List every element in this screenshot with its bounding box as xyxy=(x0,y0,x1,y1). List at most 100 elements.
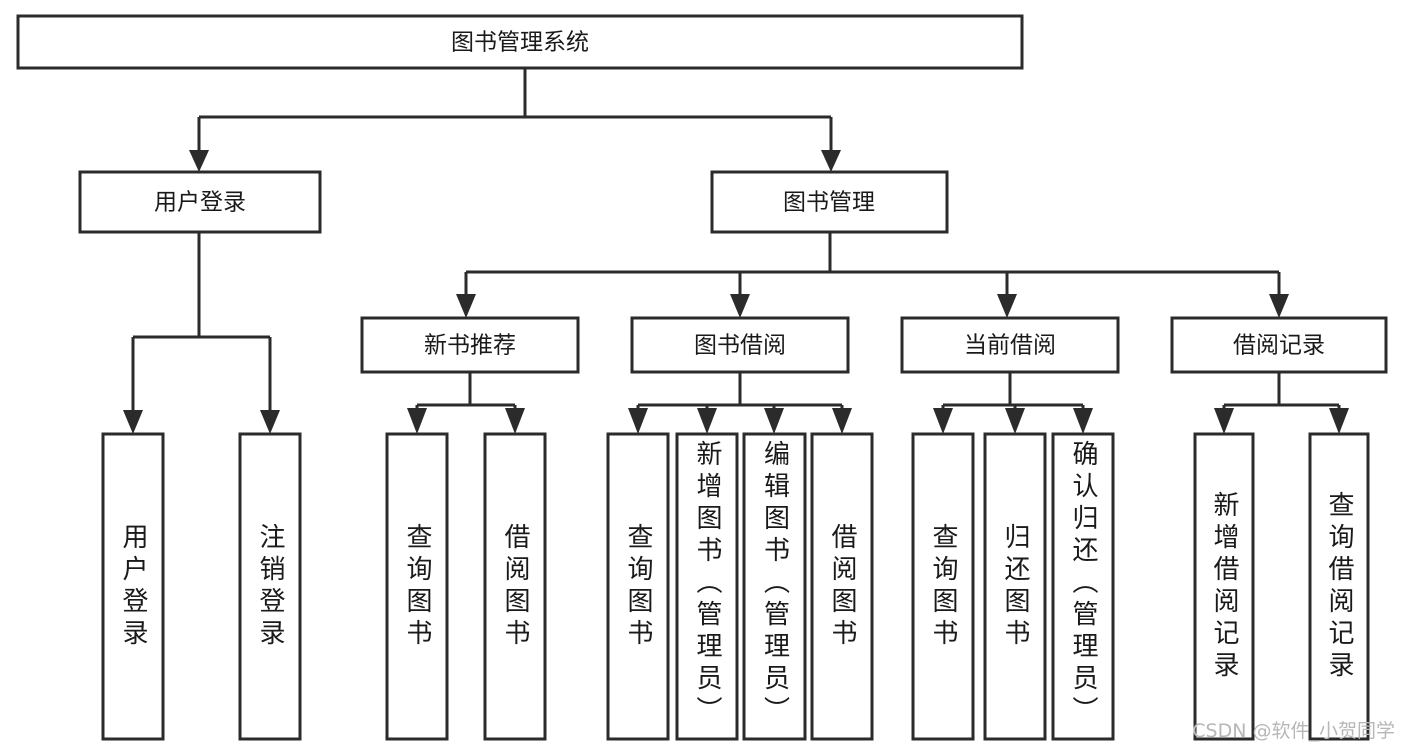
node-leaf-query-record-box[interactable] xyxy=(1308,432,1370,741)
node-book-borrow[interactable]: 图书借阅 xyxy=(630,316,850,374)
node-leaf-logout[interactable]: 注销登录 xyxy=(238,432,302,741)
leaf-text-wrap: 用户登录 xyxy=(103,434,163,739)
node-user-login-label: 用户登录 xyxy=(154,190,246,216)
node-leaf-logout-box[interactable] xyxy=(238,432,302,741)
node-leaf-query-book-1-label: 查询图书 xyxy=(402,522,432,651)
node-leaf-query-book-3-label: 查询图书 xyxy=(928,522,958,651)
node-leaf-query-book-2-label: 查询图书 xyxy=(623,522,653,651)
node-leaf-query-book-1-box[interactable] xyxy=(385,432,449,741)
leaf-text-wrap: 查询图书 xyxy=(387,434,447,739)
connector-group-current-borrow xyxy=(933,372,1093,434)
arrow-head-leaf-edit-book xyxy=(764,408,784,434)
node-leaf-add-record[interactable]: 新增借阅记录 xyxy=(1193,432,1255,741)
arrow-head-book-manage xyxy=(821,150,841,172)
node-leaf-borrow-book-1[interactable]: 借阅图书 xyxy=(483,432,547,741)
node-new-book-rec[interactable]: 新书推荐 xyxy=(360,316,580,374)
node-leaf-user-login-box[interactable] xyxy=(101,432,165,741)
node-leaf-confirm-return-label: 确认归还（管理员） xyxy=(1068,440,1098,728)
node-leaf-query-record[interactable]: 查询借阅记录 xyxy=(1308,432,1370,741)
connector-group-user-login xyxy=(123,232,280,434)
node-book-manage-box[interactable] xyxy=(710,170,949,234)
arrow-head-leaf-query-book-3 xyxy=(933,408,953,434)
node-leaf-add-book[interactable]: 新增图书（管理员） xyxy=(675,432,739,741)
node-leaf-query-book-2[interactable]: 查询图书 xyxy=(606,432,670,741)
node-root-box[interactable] xyxy=(16,14,1024,70)
node-borrow-record-box[interactable] xyxy=(1170,316,1388,374)
node-leaf-borrow-book-2-label: 借阅图书 xyxy=(827,522,857,651)
node-leaf-return-book[interactable]: 归还图书 xyxy=(983,432,1047,741)
leaf-text-wrap: 编辑图书（管理员） xyxy=(744,434,805,739)
node-leaf-query-book-2-box[interactable] xyxy=(606,432,670,741)
arrow-head-leaf-query-record xyxy=(1329,408,1349,434)
node-current-borrow[interactable]: 当前借阅 xyxy=(900,316,1120,374)
leaf-text-wrap: 归还图书 xyxy=(985,434,1045,739)
node-leaf-add-book-box[interactable] xyxy=(675,432,739,741)
node-leaf-logout-label: 注销登录 xyxy=(255,522,285,651)
node-leaf-borrow-book-1-label: 借阅图书 xyxy=(500,522,530,651)
connector-group-borrow-record xyxy=(1214,372,1349,434)
node-leaf-return-book-box[interactable] xyxy=(983,432,1047,741)
node-leaf-edit-book-box[interactable] xyxy=(742,432,807,741)
connector-group-new-book-rec xyxy=(407,372,525,434)
node-leaf-borrow-book-2-box[interactable] xyxy=(810,432,874,741)
node-borrow-record-label: 借阅记录 xyxy=(1233,333,1325,359)
arrow-head-leaf-confirm-return xyxy=(1073,408,1093,434)
node-new-book-rec-box[interactable] xyxy=(360,316,580,374)
node-leaf-edit-book-label: 编辑图书（管理员） xyxy=(759,440,790,728)
node-new-book-rec-label: 新书推荐 xyxy=(424,333,516,359)
leaf-text-wrap: 借阅图书 xyxy=(485,434,545,739)
leaf-text-wrap: 确认归还（管理员） xyxy=(1053,434,1113,739)
node-current-borrow-box[interactable] xyxy=(900,316,1120,374)
node-leaf-query-record-label: 查询借阅记录 xyxy=(1324,490,1354,683)
node-leaf-add-record-box[interactable] xyxy=(1193,432,1255,741)
leaf-text-wrap: 查询图书 xyxy=(608,434,668,739)
node-leaf-confirm-return[interactable]: 确认归还（管理员） xyxy=(1051,432,1115,741)
arrow-head-leaf-borrow-book-2 xyxy=(832,408,852,434)
node-leaf-return-book-label: 归还图书 xyxy=(1000,522,1030,651)
arrow-head-borrow-record xyxy=(1269,294,1289,318)
arrow-head-leaf-logout xyxy=(260,410,280,434)
connector-group-book-borrow xyxy=(628,372,852,434)
node-book-borrow-label: 图书借阅 xyxy=(694,333,786,359)
node-user-login[interactable]: 用户登录 xyxy=(78,170,322,234)
node-leaf-query-book-1[interactable]: 查询图书 xyxy=(385,432,449,741)
node-current-borrow-label: 当前借阅 xyxy=(964,333,1056,359)
node-user-login-box[interactable] xyxy=(78,170,322,234)
node-root[interactable]: 图书管理系统 xyxy=(16,14,1024,70)
arrow-head-leaf-query-book-1 xyxy=(407,408,427,434)
node-leaf-edit-book[interactable]: 编辑图书（管理员） xyxy=(742,432,807,741)
node-leaf-user-login[interactable]: 用户登录 xyxy=(101,432,165,741)
arrow-head-user-login xyxy=(189,150,209,172)
leaf-text-wrap: 查询图书 xyxy=(913,434,973,739)
node-borrow-record[interactable]: 借阅记录 xyxy=(1170,316,1388,374)
arrow-head-new-book-rec xyxy=(456,294,476,318)
node-root-label: 图书管理系统 xyxy=(451,30,589,56)
arrow-head-book-borrow xyxy=(730,294,750,318)
node-book-manage-label: 图书管理 xyxy=(783,190,875,216)
leaf-text-wrap: 注销登录 xyxy=(240,434,300,739)
leaf-text-wrap: 查询借阅记录 xyxy=(1310,434,1368,739)
csdn-watermark: CSDN @软件_小贺同学 xyxy=(1192,720,1395,742)
arrow-head-leaf-add-book xyxy=(697,408,717,434)
node-leaf-add-book-label: 新增图书（管理员） xyxy=(692,440,722,728)
leaf-text-wrap: 新增图书（管理员） xyxy=(677,434,737,739)
node-leaf-confirm-return-box[interactable] xyxy=(1051,432,1115,741)
arrow-head-leaf-borrow-book-1 xyxy=(505,408,525,434)
node-leaf-user-login-label: 用户登录 xyxy=(118,522,148,651)
arrow-head-leaf-return-book xyxy=(1005,408,1025,434)
node-book-borrow-box[interactable] xyxy=(630,316,850,374)
arrow-head-leaf-user-login xyxy=(123,410,143,434)
node-leaf-add-record-label: 新增借阅记录 xyxy=(1209,490,1239,683)
leaf-text-wrap: 新增借阅记录 xyxy=(1195,434,1253,739)
arrow-head-current-borrow xyxy=(997,294,1017,318)
arrow-head-leaf-query-book-2 xyxy=(628,408,648,434)
node-leaf-query-book-3[interactable]: 查询图书 xyxy=(911,432,975,741)
node-leaf-query-book-3-box[interactable] xyxy=(911,432,975,741)
connector-group-root xyxy=(189,68,841,172)
node-book-manage[interactable]: 图书管理 xyxy=(710,170,949,234)
node-leaf-borrow-book-2[interactable]: 借阅图书 xyxy=(810,432,874,741)
node-leaf-borrow-book-1-box[interactable] xyxy=(483,432,547,741)
leaf-text-wrap: 借阅图书 xyxy=(812,434,872,739)
